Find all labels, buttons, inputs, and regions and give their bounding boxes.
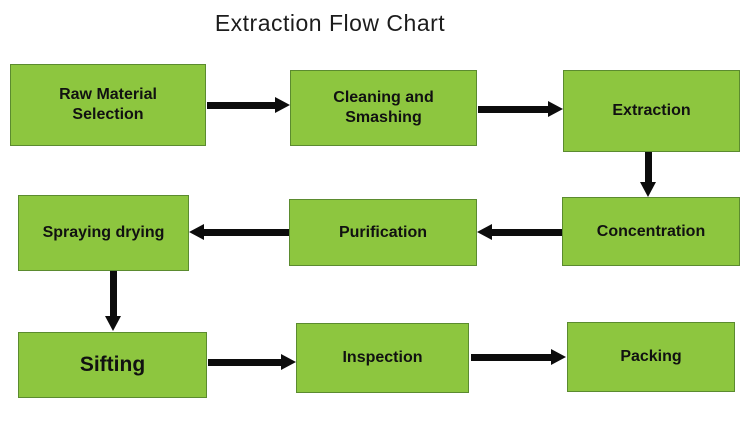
flow-node-extraction: Extraction — [563, 70, 740, 152]
arrowhead-icon — [189, 224, 204, 240]
flow-node-label: Raw Material Selection — [59, 86, 157, 123]
flow-node-label: Cleaning and Smashing — [333, 89, 434, 126]
flow-node-label: Sifting — [79, 352, 146, 376]
flow-node-label: Extraction — [612, 102, 691, 119]
arrow-inspection-to-packing — [471, 349, 566, 365]
arrow-shaft — [207, 101, 278, 109]
arrow-shaft — [471, 353, 554, 361]
flow-node-cleaning-and-smashing: Cleaning and Smashing — [290, 70, 477, 146]
page-title: Extraction Flow Chart — [214, 10, 446, 36]
arrow-raw-material-selection-to-cleaning-and-smashing — [207, 97, 290, 113]
arrow-shaft — [208, 358, 284, 366]
arrowhead-icon — [477, 224, 492, 240]
arrow-purification-to-spraying-drying — [189, 224, 289, 240]
arrowhead-icon — [275, 97, 290, 113]
arrow-cleaning-and-smashing-to-extraction — [478, 101, 563, 117]
flow-node-label: Inspection — [342, 349, 423, 366]
arrowhead-icon — [281, 354, 296, 370]
flow-node-spraying-drying: Spraying drying — [18, 195, 189, 271]
flow-node-packing: Packing — [567, 322, 735, 392]
arrow-shaft — [478, 105, 551, 113]
arrowhead-icon — [548, 101, 563, 117]
arrow-spraying-drying-to-sifting — [105, 271, 121, 331]
flow-node-label: Purification — [338, 223, 427, 241]
flow-node-raw-material-selection: Raw Material Selection — [10, 64, 206, 146]
flow-node-concentration: Concentration — [562, 197, 740, 266]
arrowhead-icon — [105, 316, 121, 331]
arrow-shaft — [644, 152, 652, 185]
arrow-shaft — [109, 271, 117, 319]
arrow-shaft — [489, 228, 562, 236]
flow-node-purification: Purification — [289, 199, 477, 266]
flow-node-label: Packing — [620, 348, 682, 365]
flow-node-inspection: Inspection — [296, 323, 469, 393]
arrow-concentration-to-purification — [477, 224, 562, 240]
arrowhead-icon — [640, 182, 656, 197]
flow-node-label: Concentration — [596, 222, 706, 240]
arrow-extraction-to-concentration — [640, 152, 656, 197]
arrow-sifting-to-inspection — [208, 354, 296, 370]
arrowhead-icon — [551, 349, 566, 365]
arrow-shaft — [201, 228, 289, 236]
flow-node-sifting: Sifting — [18, 332, 207, 398]
flow-node-label: Spraying drying — [42, 224, 165, 241]
